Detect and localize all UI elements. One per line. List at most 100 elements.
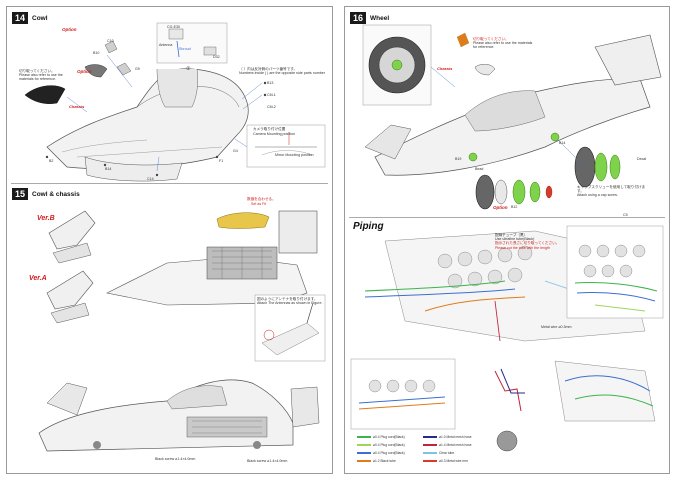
left-page: 14 Cowl (6, 6, 333, 474)
step-14-numbers-note-en: Numbers inside ( ) are the opposite side… (239, 71, 325, 76)
step-14-mount-note-jp: カメラ取り付け位置 (253, 127, 286, 131)
step-16-chassis-label: Chassis (437, 66, 453, 71)
part-label-cg-e30: CG-E30 (167, 25, 180, 29)
part-label-b12: B12 (511, 205, 518, 209)
step-16-option-label: Option (493, 205, 508, 210)
step-14-header: 14 Cowl (12, 12, 48, 24)
step-15-chassis-illustration (38, 210, 326, 452)
part-label-b19: B19 (455, 157, 462, 161)
legend-label-3: ⌀1.2 Black tube (373, 459, 396, 463)
step-16-cap-note-jp: キャップスクリューを使用して取り付けます。 (577, 185, 646, 194)
piping-note-en: Use ultrafine tube(Black) (495, 237, 535, 242)
part-label-bead: Bead (475, 167, 484, 171)
step-14-numbers-note: （ ）内は反対側のパーツ番号です。 Numbers inside ( ) are… (239, 67, 329, 75)
step-14-number: 14 (12, 12, 29, 24)
part-label-f1: F1 (219, 159, 224, 163)
part-label-b13: B13 (267, 81, 274, 85)
section-divider-left (11, 183, 328, 184)
step-16-wheel-illustration (362, 24, 662, 210)
step-14-mount-note-en: Camera Mounting position (253, 132, 295, 136)
legend-item: ⌀0.4 Plug cord(Black) (357, 443, 405, 447)
part-label-b14-right: B14 (559, 141, 566, 145)
part-label-g9: G9 (135, 67, 140, 71)
legend-swatch-4 (423, 436, 437, 438)
step-14-clip-note-en: Please also refer to use the materials f… (19, 73, 63, 82)
version-a-label: Ver.A (29, 275, 47, 282)
legend-swatch-0 (357, 436, 371, 438)
step-14-clip-note: 切り取ってください。 Please also refer to use the … (19, 69, 74, 82)
step-15-header: 15 Cowl & chassis (12, 188, 80, 200)
step-14-numbers-note-jp: （ ）内は反対側のパーツ番号です。 (239, 67, 298, 71)
step-16-clip-note: 切り取ってください。 Please also refer to use the … (473, 37, 533, 50)
step-14-circled-1: ① (186, 66, 191, 72)
legend-item: ⌀0.3 Metal wire mm (423, 459, 468, 463)
piping-note: 配線チューブ（黒） Use ultrafine tube(Black) 指示され… (495, 233, 565, 250)
step-14-option-label: Option (62, 27, 77, 32)
legend-swatch-5 (423, 444, 437, 446)
section-divider-right (349, 217, 665, 218)
screw-label-2: Black screw ⌀1.4×4.0mm (247, 459, 288, 463)
screw-label-1: Black screw ⌀1.4×4.0mm (155, 457, 196, 461)
part-label-cm-1: CM-1 (267, 93, 276, 97)
part-label-c10: C10 (107, 39, 114, 43)
part-label-shroud: Shroud (179, 47, 191, 51)
step-15-title: Cowl & chassis (32, 190, 80, 198)
legend-swatch-2 (357, 452, 371, 454)
legend-swatch-7 (423, 460, 437, 462)
part-label-b10: B10 (93, 51, 100, 55)
part-label-d32: D32 (213, 55, 220, 59)
part-label-b14: B14 (105, 167, 112, 171)
right-page: 16 Wheel Chassis Option 切り取 (344, 6, 670, 474)
step-14-clip-note-jp: 切り取ってください。 (19, 69, 55, 73)
step-16-cap-note-en: Attach using a cap screw. (577, 193, 618, 198)
legend-item: ⌀0.4 Plug cord(Black) (357, 435, 405, 439)
part-label-cm-2: CM-2 (267, 105, 276, 109)
legend-label-5: ⌀1.4 Metal mesh hose (439, 443, 472, 447)
legend-swatch-1 (357, 444, 371, 446)
part-label-decal: Decal (637, 157, 647, 161)
step-15-antenna-note: 図のようにアンテナを取り付けます。 Attach The Antennas as… (257, 297, 323, 305)
step-14-title: Cowl (32, 14, 48, 22)
step-15-antenna-note-jp: 図のようにアンテナを取り付けます。 (257, 297, 318, 301)
part-label-b2: B2 (49, 159, 54, 163)
legend-swatch-6 (423, 452, 437, 454)
part-label-c14: C14 (147, 177, 154, 181)
piping-note-jp: 配線チューブ（黒） (495, 233, 528, 237)
legend-label-7: ⌀0.3 Metal wire mm (439, 459, 468, 463)
piping-wire-label: Metal wire ⌀0.3mm (541, 325, 572, 329)
piping-note2-jp: 指示された長さに切り取ってください。 (495, 241, 560, 246)
step-16-header: 16 Wheel (350, 12, 389, 24)
step-14-chassis-label: Chassis (69, 104, 85, 109)
legend-label-2: ⌀0.4 Plug cord(Black) (373, 451, 405, 455)
piping-note2-en: Please cut the tube with the length (495, 245, 550, 250)
legend-item: ⌀1.4 Metal mesh hose (423, 443, 472, 447)
legend-label-0: ⌀0.4 Plug cord(Black) (373, 435, 405, 439)
step-14-cowl-illustration (24, 22, 326, 182)
legend-label-4: ⌀1.0 Metal mesh hose (439, 435, 472, 439)
step-15-seal-note-en: Set as Fit (251, 202, 267, 206)
step-16-cap-note: キャップスクリューを使用して取り付けます。 Attach using a cap… (577, 185, 649, 198)
legend-item: ⌀1.2 Black tube (357, 459, 396, 463)
version-b-label: Ver.B (37, 215, 55, 222)
step-16-clip-note-jp: 切り取ってください。 (473, 37, 509, 41)
legend-item: Clear tube (423, 451, 454, 455)
legend-swatch-3 (357, 460, 371, 462)
legend-label-1: ⌀0.4 Plug cord(Black) (373, 443, 405, 447)
piping-legend: ⌀0.4 Plug cord(Black) ⌀0.4 Plug cord(Bla… (357, 435, 657, 467)
step-16-title: Wheel (370, 14, 390, 22)
legend-item: ⌀0.4 Plug cord(Black) (357, 451, 405, 455)
step-15-antenna-note-en: Attach The Antennas as shown in Figure. (257, 301, 323, 306)
step-16-number: 16 (350, 12, 367, 24)
part-label-g4: G4 (233, 149, 238, 153)
legend-label-6: Clear tube (439, 451, 455, 455)
step-14-option-label-2: Option (77, 69, 92, 74)
step-14-mirror-note: Mirror Mounting position (275, 153, 314, 157)
piping-title: Piping (353, 221, 384, 232)
part-label-antenna: Antenna (159, 43, 173, 47)
piping-illustration (350, 225, 664, 452)
part-label-c5: C5 (623, 213, 628, 217)
legend-item: ⌀1.0 Metal mesh hose (423, 435, 472, 439)
step-15-number: 15 (12, 188, 29, 200)
step-15-seal-note-jp: 数値を合わせる。 (247, 197, 276, 201)
step-16-clip-note-en: Please also refer to use the materials f… (473, 41, 533, 50)
